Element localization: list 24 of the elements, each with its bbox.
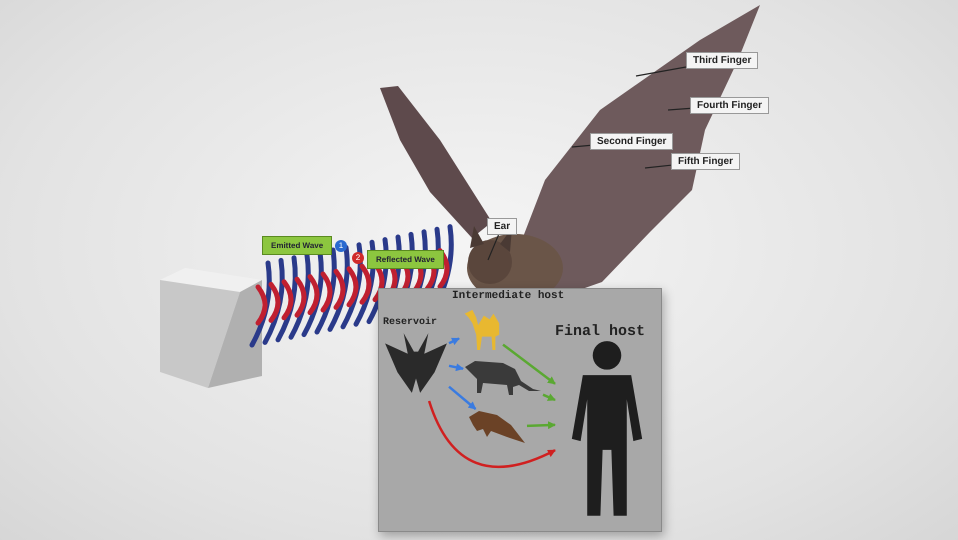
arrow	[448, 363, 464, 372]
leader-line	[636, 66, 686, 77]
leader-line	[668, 108, 690, 111]
pangolin-icon	[467, 409, 527, 445]
display-panel	[378, 288, 662, 532]
arrow	[502, 344, 556, 385]
callout-label: Fifth Finger	[671, 153, 740, 170]
arrow	[526, 421, 556, 430]
wave-label: Emitted Wave	[262, 236, 332, 255]
leader-line	[572, 144, 590, 148]
section-heading: Intermediate host	[452, 290, 564, 302]
wave-label: Reflected Wave	[367, 250, 444, 269]
arrow	[428, 400, 556, 468]
callout-label: Second Finger	[590, 133, 674, 150]
leader-line	[644, 164, 672, 169]
leader-line	[487, 234, 500, 260]
node-heading: Final host	[555, 323, 646, 340]
arrow	[448, 386, 476, 410]
node-heading: Reservoir	[383, 317, 438, 328]
arrow	[542, 394, 556, 402]
callout-label: Fourth Finger	[690, 97, 769, 114]
arrow	[448, 337, 460, 346]
callout-label: Third Finger	[686, 52, 758, 69]
callout-label: Ear	[487, 218, 518, 235]
